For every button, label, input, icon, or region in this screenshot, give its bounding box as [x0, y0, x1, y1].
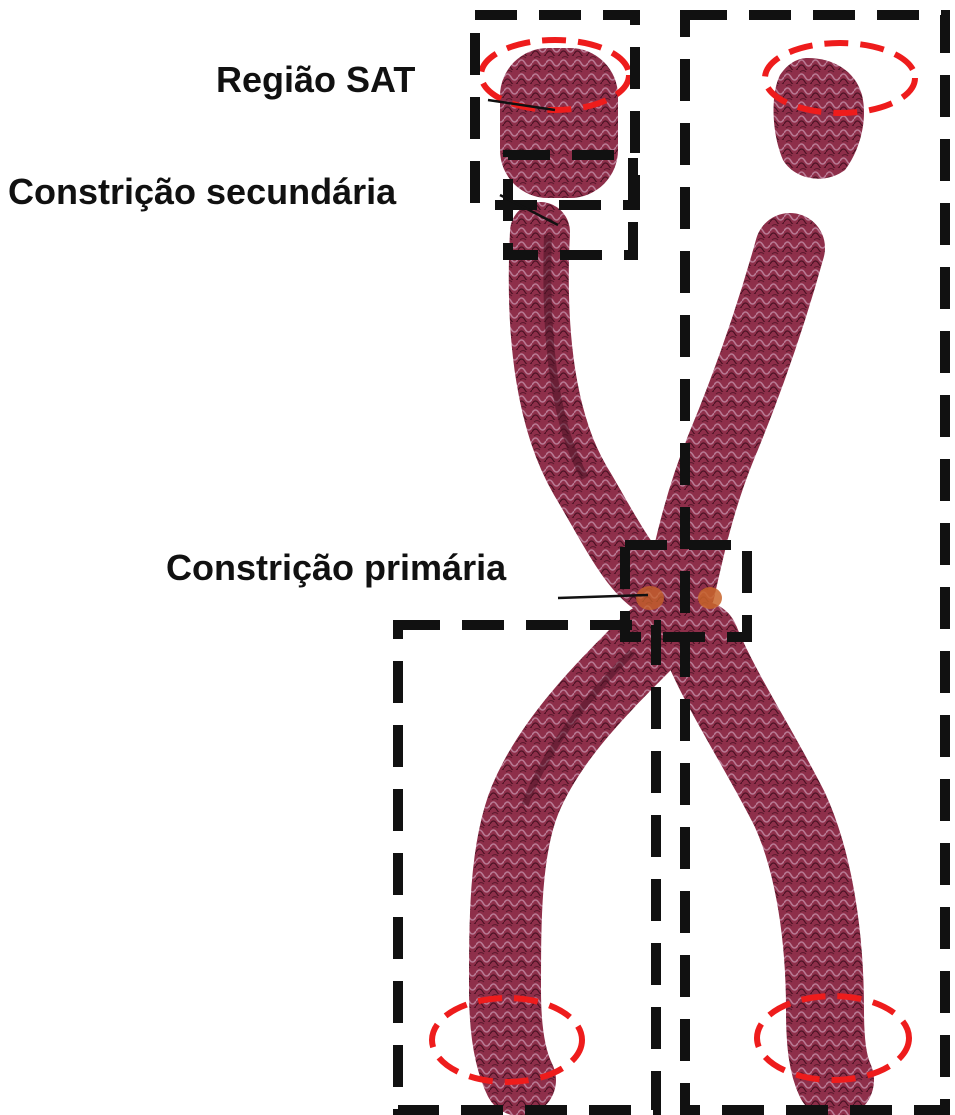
chromatid-upper-right — [680, 58, 864, 590]
chromatid-lower-left — [505, 640, 650, 1080]
label-satellite-region: Região SAT — [216, 62, 415, 98]
chromatid-lower-right — [700, 640, 835, 1080]
label-secondary-constriction: Constrição secundária — [8, 174, 396, 210]
label-primary-constriction: Constrição primária — [166, 550, 506, 586]
